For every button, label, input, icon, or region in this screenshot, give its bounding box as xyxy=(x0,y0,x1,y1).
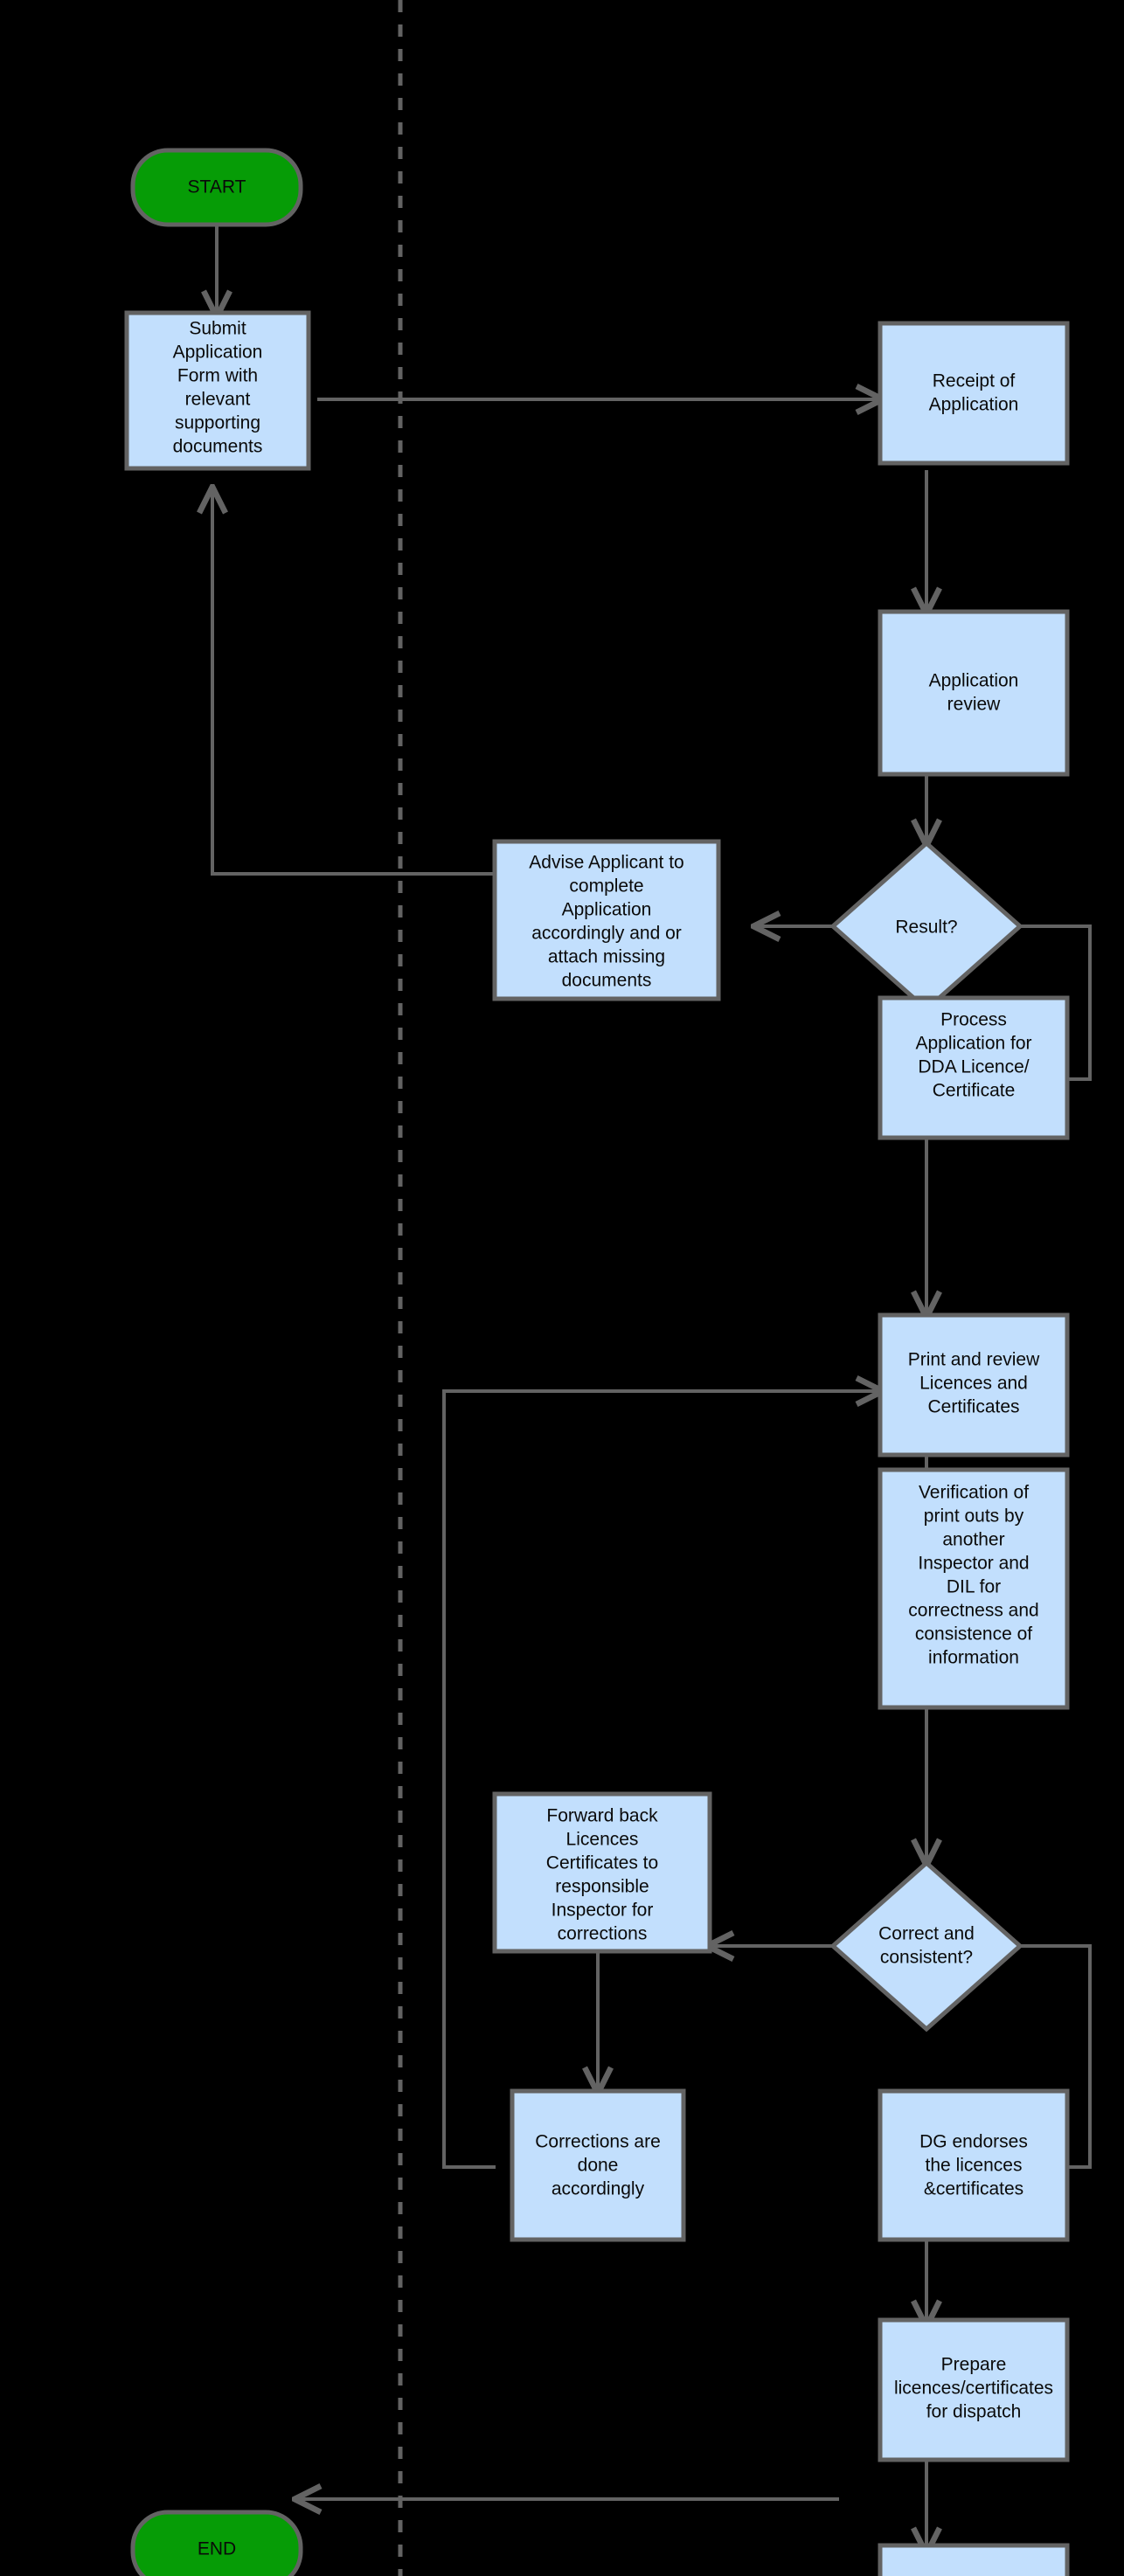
node-end[interactable]: END xyxy=(130,2510,303,2576)
node-advise-applicant[interactable]: Advise Applicant to complete Application… xyxy=(492,839,721,1001)
node-process-application[interactable]: Process Application for DDA Licence/ Cer… xyxy=(878,995,1070,1140)
edge-corrections-done-to-print-review xyxy=(442,1391,880,2169)
correct-consistent-decision-shape[interactable] xyxy=(829,1859,1023,2032)
node-start[interactable]: START xyxy=(130,148,303,227)
node-prepare-dispatch[interactable]: Prepare licences/certificates for dispat… xyxy=(878,2317,1070,2462)
node-forward-back[interactable]: Forward back Licences Certificates to re… xyxy=(492,1791,712,1954)
licences-certificates-document-shape[interactable] xyxy=(878,2543,1070,2576)
node-corrections-done[interactable]: Corrections are done accordingly xyxy=(510,2088,686,2242)
node-verification[interactable]: Verification of print outs by another In… xyxy=(878,1467,1070,1710)
prepare-dispatch-shape[interactable] xyxy=(878,2317,1070,2462)
receipt-of-application-shape[interactable] xyxy=(878,321,1070,466)
node-dg-endorses[interactable]: DG endorses the licences &certificates xyxy=(878,2088,1070,2242)
edge-advise-applicant-to-submit-application xyxy=(212,489,495,876)
node-receipt-of-application[interactable]: Receipt of Application xyxy=(878,321,1070,466)
node-application-review[interactable]: Application review xyxy=(878,609,1070,777)
corrections-done-shape[interactable] xyxy=(510,2088,686,2242)
node-submit-application[interactable]: Submit Application Form with relevant su… xyxy=(124,310,311,471)
end-terminator-shape[interactable] xyxy=(130,2510,303,2576)
dg-endorses-shape[interactable] xyxy=(878,2088,1070,2242)
verification-shape[interactable] xyxy=(878,1467,1070,1710)
forward-back-shape[interactable] xyxy=(492,1791,712,1954)
print-review-shape[interactable] xyxy=(878,1312,1070,1458)
advise-applicant-shape[interactable] xyxy=(492,839,721,1001)
submit-application-shape[interactable] xyxy=(124,310,311,471)
process-application-shape[interactable] xyxy=(878,995,1070,1140)
node-print-review[interactable]: Print and review Licences and Certificat… xyxy=(878,1312,1070,1458)
start-terminator-shape[interactable] xyxy=(130,148,303,227)
application-review-shape[interactable] xyxy=(878,609,1070,777)
node-licences-certificates-doc[interactable]: Licences and Certificates xyxy=(878,2543,1070,2576)
